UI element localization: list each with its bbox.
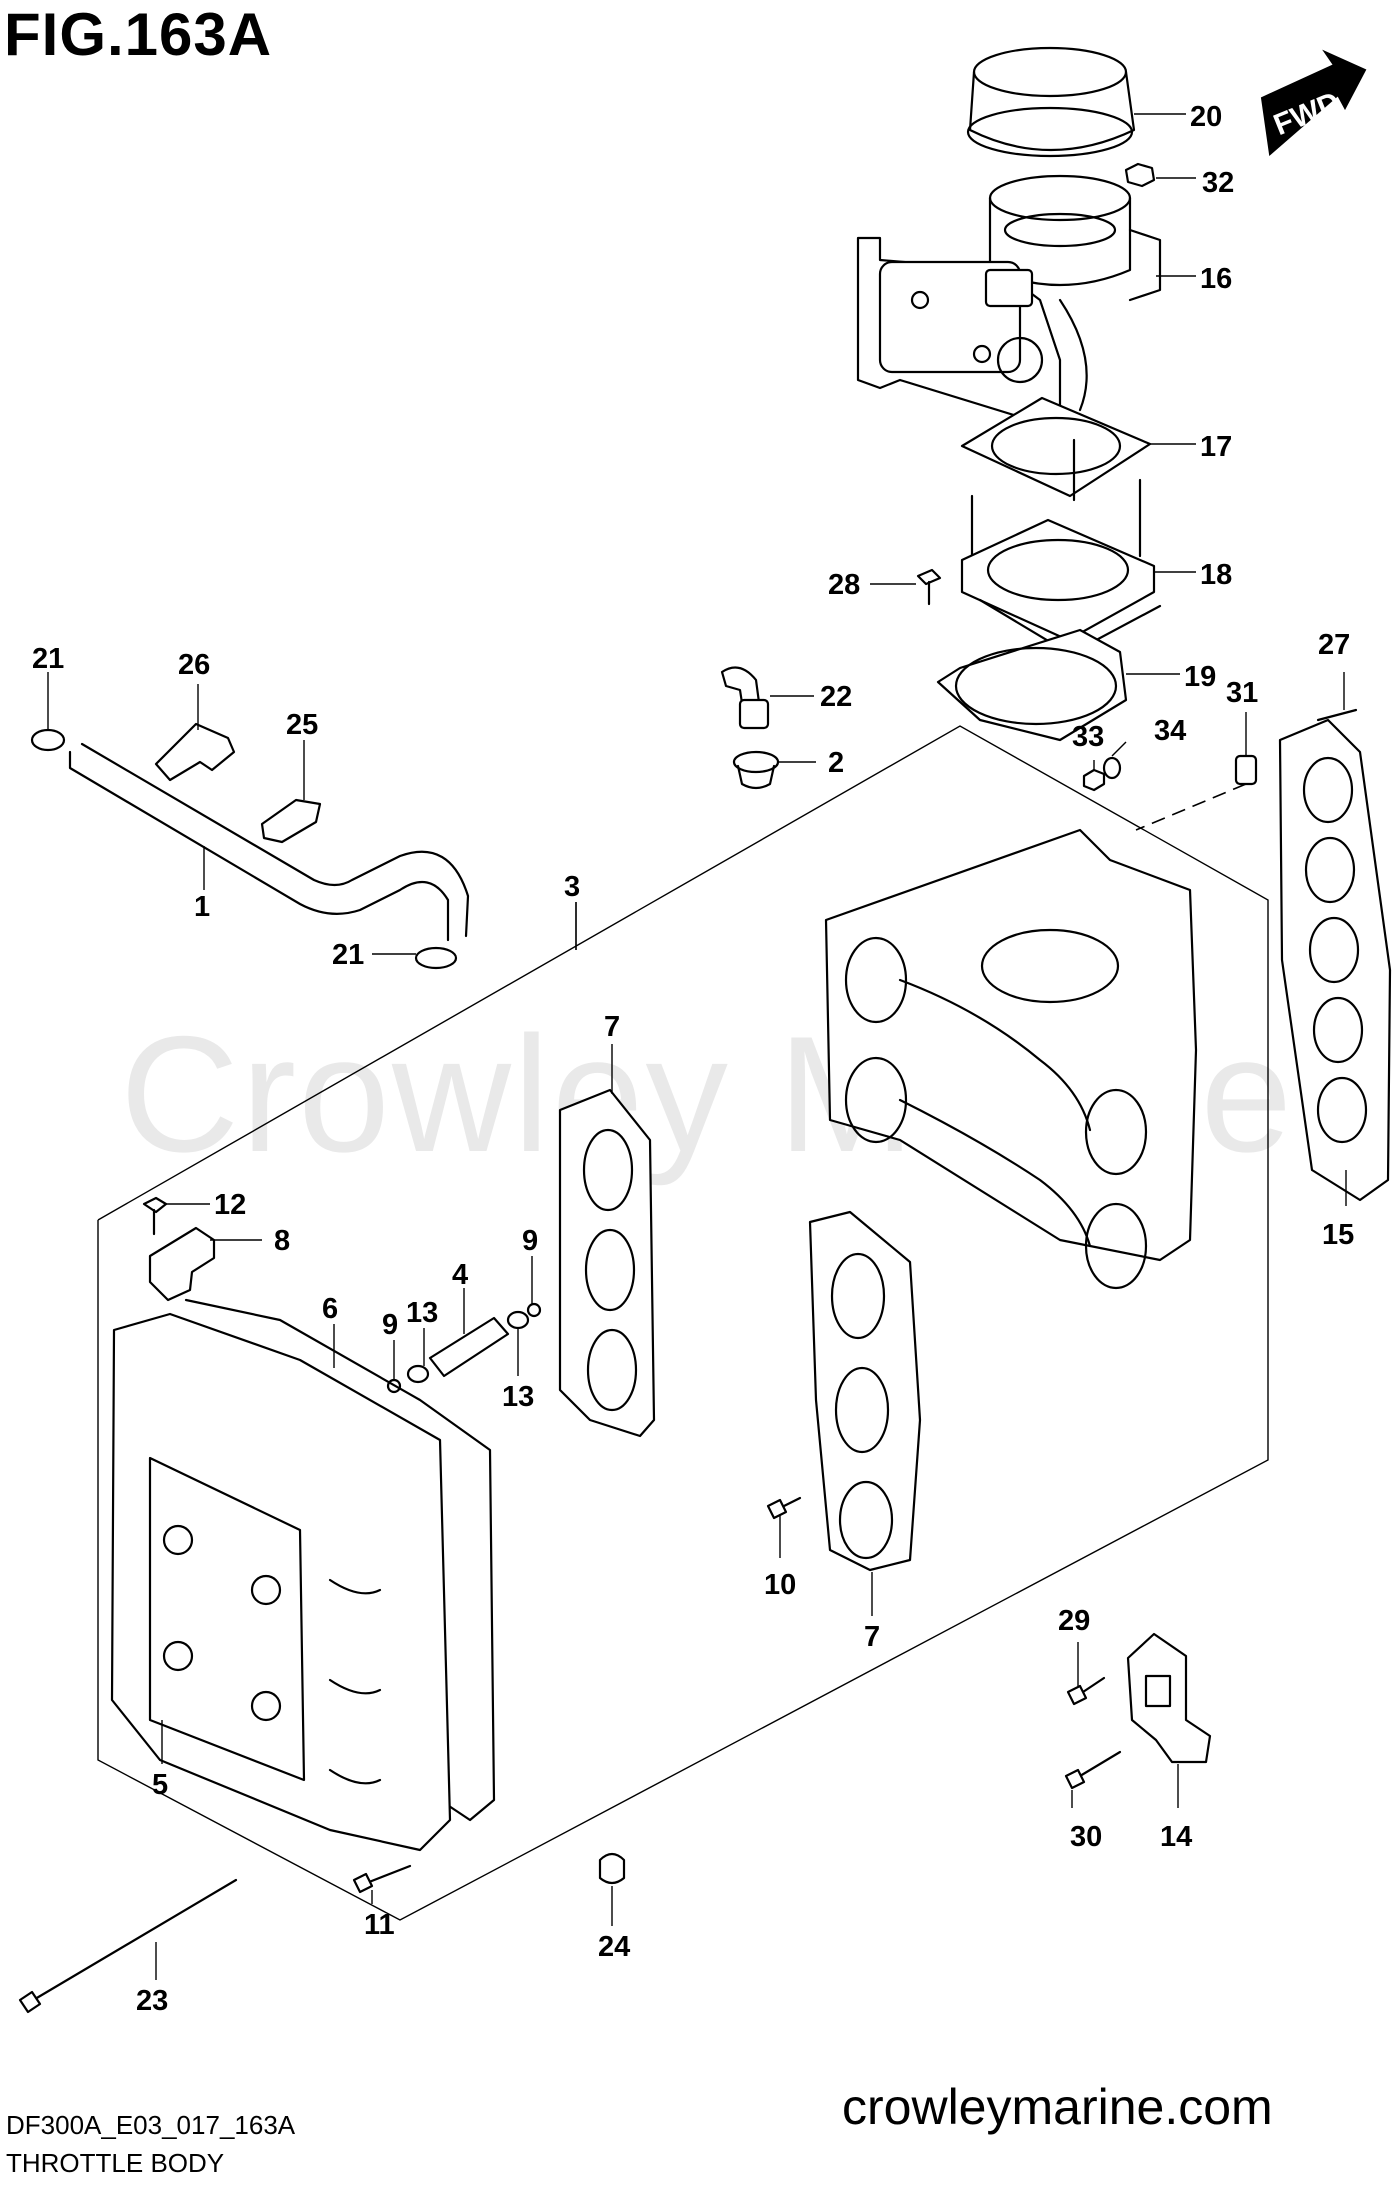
callout-11: 11 — [364, 1909, 395, 1941]
part-29-bolt — [1066, 1676, 1106, 1706]
part-12-bolt — [142, 1196, 168, 1236]
part-7-gasket-center — [558, 1088, 656, 1438]
part-34-washer — [1102, 756, 1122, 780]
callout-21-upper: 21 — [32, 643, 64, 675]
part-18-spacer — [960, 478, 1162, 656]
callout-22: 22 — [820, 681, 852, 713]
callout-28: 28 — [828, 569, 860, 601]
website-label: crowleymarine.com — [842, 2079, 1273, 2135]
drawing-code: DF300A_E03_017_163A — [6, 2110, 296, 2140]
callout-25: 25 — [286, 709, 318, 741]
leader-lines — [47, 113, 1347, 1980]
part-9-oring-right — [526, 1302, 542, 1318]
intake-manifold — [824, 828, 1198, 1290]
part-15-manifold-gasket — [1278, 718, 1392, 1202]
callout-21-lower: 21 — [332, 939, 364, 971]
figure-title: FIG.163A — [4, 1, 273, 68]
part-30-bolt — [1064, 1750, 1122, 1790]
callout-8: 8 — [274, 1225, 290, 1257]
callout-13-right: 13 — [502, 1381, 534, 1413]
callout-6: 6 — [322, 1293, 338, 1325]
callout-9-right: 9 — [522, 1225, 538, 1257]
callout-13-left: 13 — [406, 1297, 438, 1329]
part-11-bolt — [352, 1864, 412, 1894]
callout-4: 4 — [452, 1259, 468, 1291]
callout-30: 30 — [1070, 1821, 1102, 1853]
part-22-fitting — [720, 666, 770, 730]
callout-32: 32 — [1202, 167, 1234, 199]
callout-12: 12 — [214, 1189, 246, 1221]
callout-31: 31 — [1226, 677, 1258, 709]
callout-16: 16 — [1200, 263, 1232, 295]
part-1-hose — [68, 742, 470, 942]
part-21-clamp-upper — [30, 728, 66, 752]
part-21-clamp-lower — [414, 946, 458, 970]
part-19-gasket — [936, 628, 1128, 742]
part-16-throttle-body — [856, 174, 1162, 422]
callout-27: 27 — [1318, 629, 1350, 661]
callout-20: 20 — [1190, 101, 1222, 133]
part-13-seal-left — [406, 1364, 430, 1384]
part-14-bracket — [1126, 1632, 1212, 1764]
part-4-pipe — [428, 1316, 510, 1378]
part-17-gasket — [960, 396, 1152, 502]
callout-19: 19 — [1184, 661, 1216, 693]
callout-7-center: 7 — [604, 1011, 620, 1043]
part-7-gasket-lower — [808, 1210, 922, 1572]
callout-15: 15 — [1322, 1219, 1354, 1251]
callout-5: 5 — [152, 1769, 168, 1801]
callout-7-lower: 7 — [864, 1621, 880, 1653]
part-20-coupling — [966, 46, 1136, 158]
callout-2: 2 — [828, 747, 844, 779]
callout-1: 1 — [194, 891, 210, 923]
callout-18: 18 — [1200, 559, 1232, 591]
part-28-bolt — [916, 568, 942, 606]
assembly-box-outline — [97, 725, 1269, 1921]
part-6-gasket — [184, 1298, 496, 1822]
part-27-stud — [1316, 708, 1358, 722]
callout-29: 29 — [1058, 1605, 1090, 1637]
part-33-nut — [1082, 768, 1106, 792]
drawing-subtitle: THROTTLE BODY — [6, 2148, 225, 2178]
part-13-seal-right — [506, 1310, 530, 1330]
callout-23: 23 — [136, 1985, 168, 2017]
callout-labels: 20 32 16 17 18 19 28 22 2 33 34 31 27 15… — [32, 101, 1354, 2017]
callout-9-left: 9 — [382, 1309, 398, 1341]
callout-3: 3 — [564, 871, 580, 903]
leader-dashed-31 — [1135, 783, 1247, 831]
callout-14: 14 — [1160, 1821, 1192, 1853]
part-32-nut — [1124, 162, 1156, 188]
part-25-clip — [260, 798, 322, 844]
part-2-grommet — [732, 750, 780, 790]
callout-26: 26 — [178, 649, 210, 681]
part-26-holder — [154, 722, 236, 782]
callout-10: 10 — [764, 1569, 796, 1601]
part-24-grommet — [598, 1852, 626, 1885]
part-23-long-bolt — [18, 1878, 238, 2014]
fwd-arrow-icon: FWD — [1260, 49, 1367, 156]
part-8-sensor — [148, 1226, 216, 1302]
part-5-plenum — [110, 1312, 452, 1852]
callout-34: 34 — [1154, 715, 1186, 747]
part-31-pin — [1234, 754, 1258, 786]
part-10-bolt — [766, 1496, 802, 1520]
callout-24: 24 — [598, 1931, 630, 1963]
callout-33: 33 — [1072, 721, 1104, 753]
callout-17: 17 — [1200, 431, 1232, 463]
